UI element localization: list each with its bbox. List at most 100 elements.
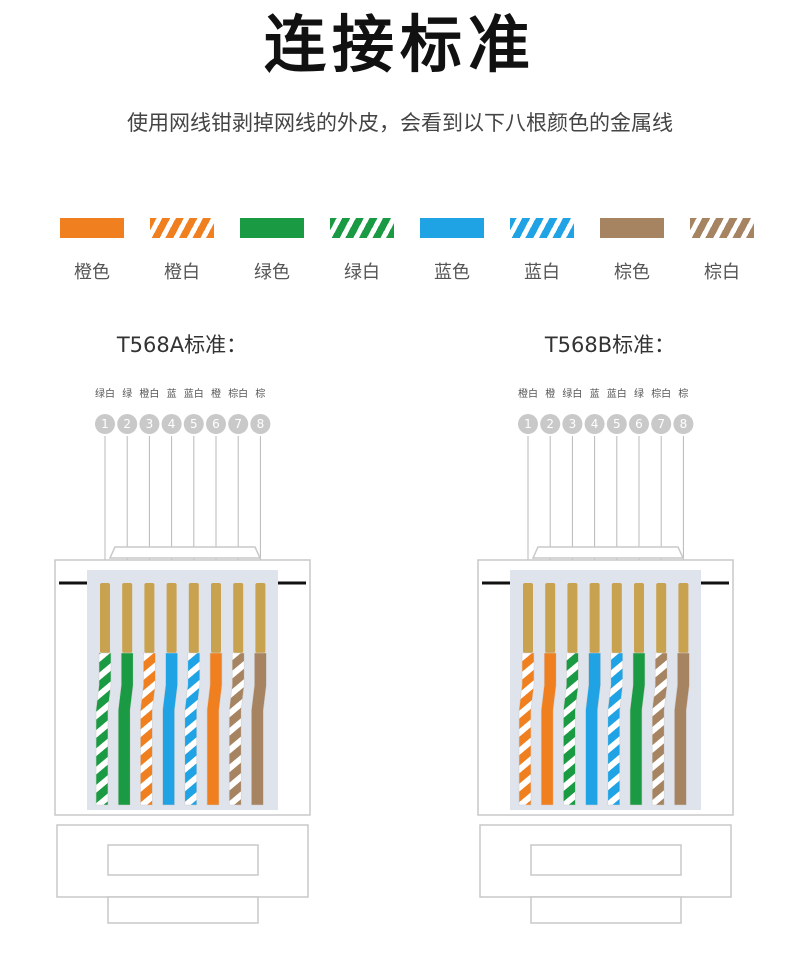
t568b-title: T568B标准： <box>544 333 676 357</box>
pin-number: 2 <box>123 417 131 431</box>
page-title: 连接标准 <box>263 8 536 81</box>
pin-color-label: 绿 <box>122 387 132 400</box>
pin-color-label: 蓝 <box>167 388 177 400</box>
pin-number-circle <box>629 414 649 434</box>
gold-contact <box>545 583 556 653</box>
pin-number-circle <box>250 414 271 434</box>
gold-contact <box>211 583 221 653</box>
pin-number-circle <box>161 414 182 434</box>
wire <box>585 652 601 806</box>
gold-contact <box>567 583 578 653</box>
wire <box>140 652 156 806</box>
legend-swatch-blue-white <box>502 218 582 238</box>
pin-number: 8 <box>257 417 265 431</box>
legend-label-blue: 蓝色 <box>434 262 470 283</box>
legend-swatch-green <box>232 218 312 238</box>
gold-contact <box>122 583 133 653</box>
pin-number: 1 <box>101 417 109 431</box>
pin-number: 4 <box>591 417 599 431</box>
pin-color-label: 棕 <box>255 387 265 400</box>
pin-number-circle <box>206 414 226 434</box>
pin-number-circle <box>139 414 160 434</box>
pin-number-circle <box>95 414 115 434</box>
pin-color-label: 橙 <box>211 387 221 400</box>
plug-tail <box>530 896 682 924</box>
pin-color-label: 橙白 <box>518 387 538 400</box>
legend-swatch-orange <box>52 218 132 238</box>
pin-number: 7 <box>234 417 242 431</box>
gold-contact <box>634 583 644 653</box>
wire <box>674 652 690 806</box>
pin-number-circle <box>606 414 627 434</box>
legend-label-green: 绿色 <box>254 262 290 283</box>
legend-label-brown-white: 棕白 <box>704 262 740 283</box>
pin-color-label: 橙 <box>545 387 555 400</box>
pin-number-circle <box>651 414 672 434</box>
wire <box>117 652 134 806</box>
plug-tail <box>107 896 259 924</box>
legend-label-orange-white: 橙白 <box>164 262 200 283</box>
pin-number-circle <box>183 414 204 434</box>
plug-inner-window <box>510 570 701 810</box>
gold-contact <box>188 583 199 653</box>
pin-number-circle <box>518 414 538 434</box>
t568a-title: T568A标准： <box>116 333 248 357</box>
pin-number-circle <box>584 414 605 434</box>
pin-color-label: 蓝 <box>590 388 600 400</box>
pin-number-circle <box>228 414 249 434</box>
pin-number: 6 <box>212 417 220 431</box>
gold-contact <box>166 583 177 653</box>
wire <box>651 652 668 806</box>
pin-number-circle <box>117 414 138 434</box>
page-subtitle: 使用网线钳剥掉网线的外皮，会看到以下八根颜色的金属线 <box>127 111 673 135</box>
gold-contact <box>611 583 622 653</box>
gold-contact <box>656 583 667 653</box>
legend-swatch-green-white <box>322 218 402 238</box>
wire <box>629 652 646 806</box>
pin-color-label: 绿白 <box>562 387 582 400</box>
wire <box>95 652 112 806</box>
t568a-connector-diagram: 绿白 1 绿 2 橙白 3 蓝 4 蓝白 5 橙 6 棕白 7 棕 8 <box>54 387 311 924</box>
legend-swatch-brown <box>592 218 672 238</box>
wire <box>228 652 245 806</box>
wire <box>540 652 557 806</box>
legend-swatch-brown-white <box>682 218 762 238</box>
legend-swatch-blue <box>412 218 492 238</box>
plug-inner-window <box>87 570 278 810</box>
gold-contact <box>255 583 266 653</box>
pin-number: 3 <box>146 417 154 431</box>
pin-color-label: 棕白 <box>228 387 248 400</box>
pin-number: 7 <box>657 417 665 431</box>
gold-contact <box>589 583 600 653</box>
plug-boot-slot <box>107 844 259 876</box>
pin-number: 4 <box>168 417 176 431</box>
pin-color-label: 蓝白 <box>607 387 627 400</box>
pin-number: 6 <box>635 417 643 431</box>
pin-color-label: 蓝白 <box>184 387 204 400</box>
legend-label-orange: 橙色 <box>74 262 110 283</box>
pin-number: 2 <box>546 417 554 431</box>
pin-number-circle <box>673 414 694 434</box>
pin-number: 8 <box>680 417 688 431</box>
pin-number-circle <box>562 414 583 434</box>
legend-label-blue-white: 蓝白 <box>524 262 560 283</box>
gold-contact <box>233 583 244 653</box>
plug-latch-top <box>108 546 262 559</box>
plug-latch-top <box>531 546 685 559</box>
pin-color-label: 橙白 <box>139 387 159 400</box>
plug-boot-slot <box>530 844 682 876</box>
legend-label-green-white: 绿白 <box>344 262 380 283</box>
wire <box>251 652 267 806</box>
gold-contact <box>523 583 533 653</box>
pin-number: 3 <box>569 417 577 431</box>
pin-color-label: 绿白 <box>95 387 115 400</box>
wire <box>184 652 201 806</box>
gold-contact <box>144 583 155 653</box>
wire <box>206 652 223 806</box>
pin-color-label: 棕 <box>678 387 688 400</box>
wire <box>607 652 624 806</box>
pin-number: 5 <box>190 417 198 431</box>
gold-contact <box>100 583 110 653</box>
legend-swatch-orange-white <box>142 218 222 238</box>
